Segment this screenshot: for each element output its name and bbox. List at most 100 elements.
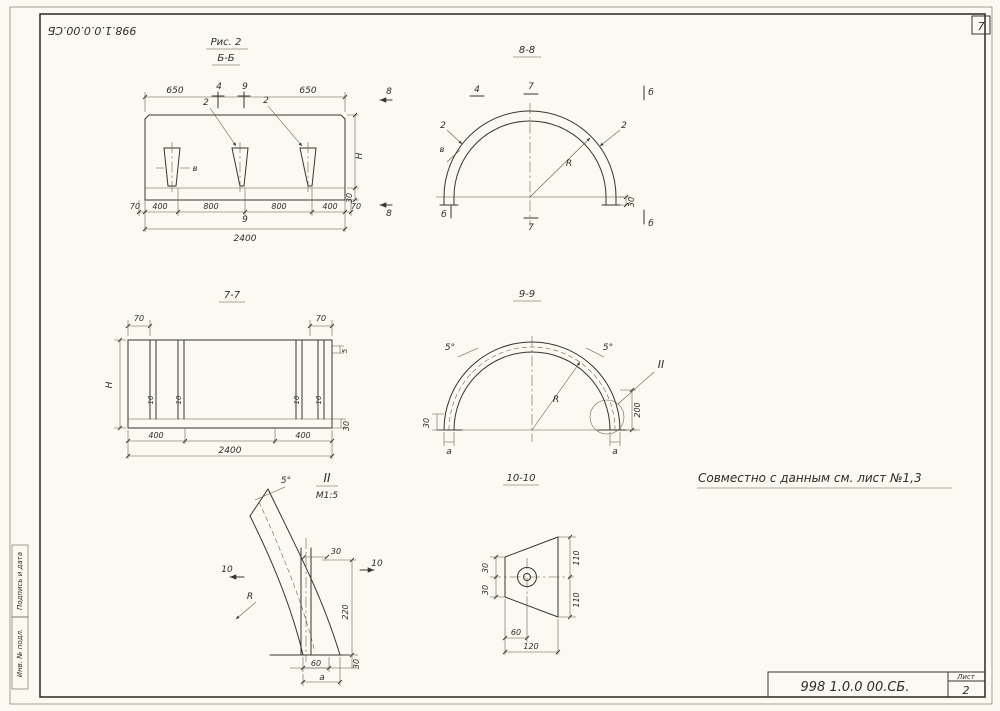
dim-220: 220 (341, 604, 350, 619)
note: Совместно с данным см. лист №1,3 (697, 471, 952, 489)
detail-mark-II: II (658, 358, 665, 371)
arch-inner (453, 120, 607, 198)
key-leader-1: 2 (203, 98, 209, 108)
detail-ii: II М1:5 5° 10 10 R 30 220 30 60 (221, 471, 383, 686)
mark-b-bottom: б (648, 219, 654, 229)
dim-70-right: 70 (316, 314, 326, 323)
dim-110-bottom: 110 (572, 592, 581, 607)
mark-7-bottom: 7 (528, 223, 534, 233)
angle-left: 5° (445, 343, 455, 353)
key-width-dim: в (193, 164, 198, 173)
dim-height-H: Н (355, 152, 365, 159)
dim-30-left: 30 (422, 418, 431, 428)
dim-650-left: 650 (166, 86, 183, 96)
arch-outer-99 (443, 341, 621, 431)
dim-bottom-4: 400 (322, 202, 337, 211)
radius-label-99: R (553, 395, 559, 405)
title-block: 998 1.0.0 00.СБ. Лист 2 (767, 671, 986, 698)
dim-bottom-3: 800 (271, 202, 286, 211)
key-3 (299, 147, 317, 187)
section-title-99: 9-9 (519, 289, 535, 300)
thickness-label: в (440, 145, 445, 154)
dim-400-right: 400 (295, 431, 310, 440)
section-title-bb: Б-Б (217, 53, 234, 64)
dim-120: 120 (523, 642, 538, 651)
view-10-10: 10-10 30 30 110 110 60 120 (481, 473, 581, 655)
dim-5: 5 (341, 348, 349, 353)
dim-bottom-1: 400 (152, 202, 167, 211)
dim-30-bottom: 30 (352, 659, 361, 669)
detail-radius: R (247, 592, 253, 602)
dim-H: Н (105, 381, 115, 388)
arch-outer (443, 110, 617, 198)
foot-inner-curve (267, 488, 341, 656)
dim-30-bottom: 30 (481, 585, 490, 595)
dim-bottom-2: 800 (203, 202, 218, 211)
doc-number: 998 1.0.0 00.СБ. (801, 680, 910, 695)
dim-650-right: 650 (299, 86, 316, 96)
dim-a-right: а (612, 447, 618, 457)
mark-4: 4 (474, 85, 480, 95)
sheet-label: Лист (956, 673, 976, 681)
section-mark-9-bottom: 9 (242, 215, 248, 225)
dim-total-2400: 2400 (234, 234, 257, 244)
detail-title: II (323, 471, 331, 485)
section-mark-8-bottom: 8 (386, 209, 392, 219)
radius-label: R (566, 159, 572, 169)
view-7-7: 7-7 10 10 10 10 70 70 Н 5 30 400 400 240… (105, 290, 351, 459)
key-leader-2: 2 (263, 96, 269, 106)
groove-dim-2: 10 (175, 395, 183, 404)
section-title-1010: 10-10 (506, 473, 535, 484)
sheet-badge: 7 (978, 20, 985, 33)
side-strip-label-1: Подпись и дата (16, 552, 24, 610)
note-text: Совместно с данным см. лист №1,3 (698, 471, 922, 485)
dim-200: 200 (633, 402, 642, 417)
section-title-77: 7-7 (224, 290, 241, 301)
dim-30-top: 30 (481, 563, 490, 573)
detail-circle (589, 399, 625, 435)
leader-2-right: 2 (621, 121, 627, 131)
view-b-b: Рис. 2 Б-Б 2 2 в 650 650 4 9 8 8 (130, 37, 393, 244)
dim-60: 60 (511, 628, 521, 637)
angle-right: 5° (603, 343, 613, 353)
detail-scale: М1:5 (316, 491, 339, 501)
detail-angle: 5° (281, 476, 291, 486)
leader-2-left: 2 (440, 121, 446, 131)
key-2 (231, 147, 249, 187)
sheet-badge-box (971, 15, 991, 35)
arch-inner-99 (453, 351, 611, 431)
section-mark-8-top: 8 (386, 87, 392, 97)
fig-caption: Рис. 2 (211, 37, 242, 48)
formwork-dashed-arc (448, 346, 616, 431)
mark-10-left: 10 (221, 565, 233, 575)
view-9-9: 9-9 5° 5° R II 30 200 а а (422, 289, 664, 457)
mark-7-top: 7 (528, 82, 534, 92)
dim-30: 30 (342, 421, 351, 431)
dim-60: 60 (311, 659, 321, 668)
section-title-88: 8-8 (519, 45, 535, 56)
sheet-frame: 7 998.1.0.0.00.СБ Подпись и дата Инв. № … (9, 6, 993, 705)
dim-30-top: 30 (331, 547, 341, 556)
foot-outer-curve (249, 515, 304, 656)
mark-b-top: б (648, 88, 654, 98)
corner-stamp: 998.1.0.0.00.СБ (48, 24, 137, 37)
sheet-number: 2 (963, 684, 970, 697)
key-1 (163, 147, 181, 187)
dim-70-left: 70 (134, 314, 144, 323)
dim-30: 30 (345, 193, 354, 203)
groove-dim-4: 10 (315, 395, 323, 404)
groove-dim-3: 10 (293, 395, 301, 404)
dim-a: а (319, 673, 325, 683)
section-mark-4: 4 (216, 82, 222, 92)
mark-10-right: 10 (371, 559, 383, 569)
side-strip-label-2: Инв. № подл. (16, 629, 24, 677)
body-outline-77 (127, 339, 333, 429)
dim-400-left: 400 (148, 431, 163, 440)
dim-a-left: а (446, 447, 452, 457)
mark-b-left: б (441, 210, 447, 220)
dim-30: 30 (627, 197, 636, 207)
groove-dim-1: 10 (147, 395, 155, 404)
section-mark-9-top: 9 (242, 82, 248, 92)
view-8-8: 8-8 R в 4 7 б 7 б б 2 2 30 (436, 45, 654, 233)
